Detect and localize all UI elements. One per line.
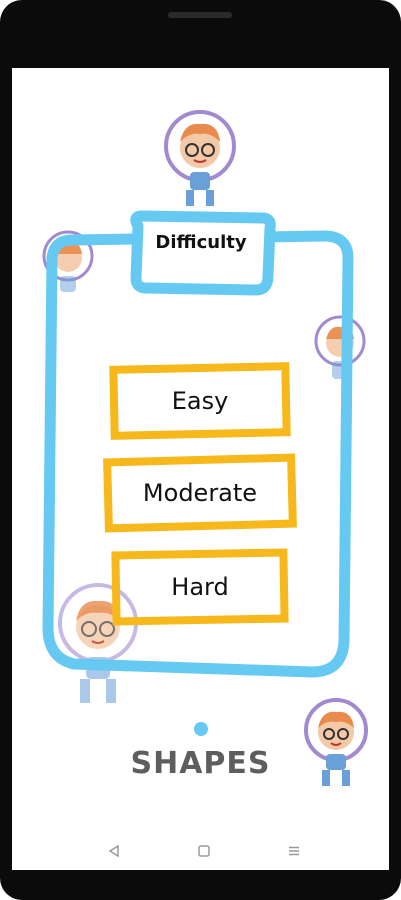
easy-button-label: Easy <box>171 387 229 415</box>
kid-character-icon <box>164 110 236 206</box>
system-nav-bar <box>12 832 389 870</box>
difficulty-title: Difficulty <box>155 232 247 253</box>
app-brand-title: SHAPES <box>130 746 271 781</box>
back-nav-button[interactable] <box>100 838 128 864</box>
phone-speaker <box>168 12 232 18</box>
difficulty-board <box>42 210 354 678</box>
home-square-icon <box>198 845 210 857</box>
accent-dot <box>194 722 208 736</box>
moderate-button[interactable]: Moderate <box>108 460 292 526</box>
kid-character-icon <box>304 698 368 786</box>
menu-nav-button[interactable] <box>280 838 308 864</box>
menu-lines-icon <box>289 846 299 856</box>
app-screen: Difficulty Easy Moderate Hard SHAPES <box>12 68 389 870</box>
home-nav-button[interactable] <box>190 838 218 864</box>
hard-button-label: Hard <box>171 573 229 601</box>
moderate-button-label: Moderate <box>142 479 258 507</box>
easy-button[interactable]: Easy <box>114 368 286 434</box>
back-triangle-icon <box>108 844 119 858</box>
hard-button[interactable]: Hard <box>116 554 284 620</box>
